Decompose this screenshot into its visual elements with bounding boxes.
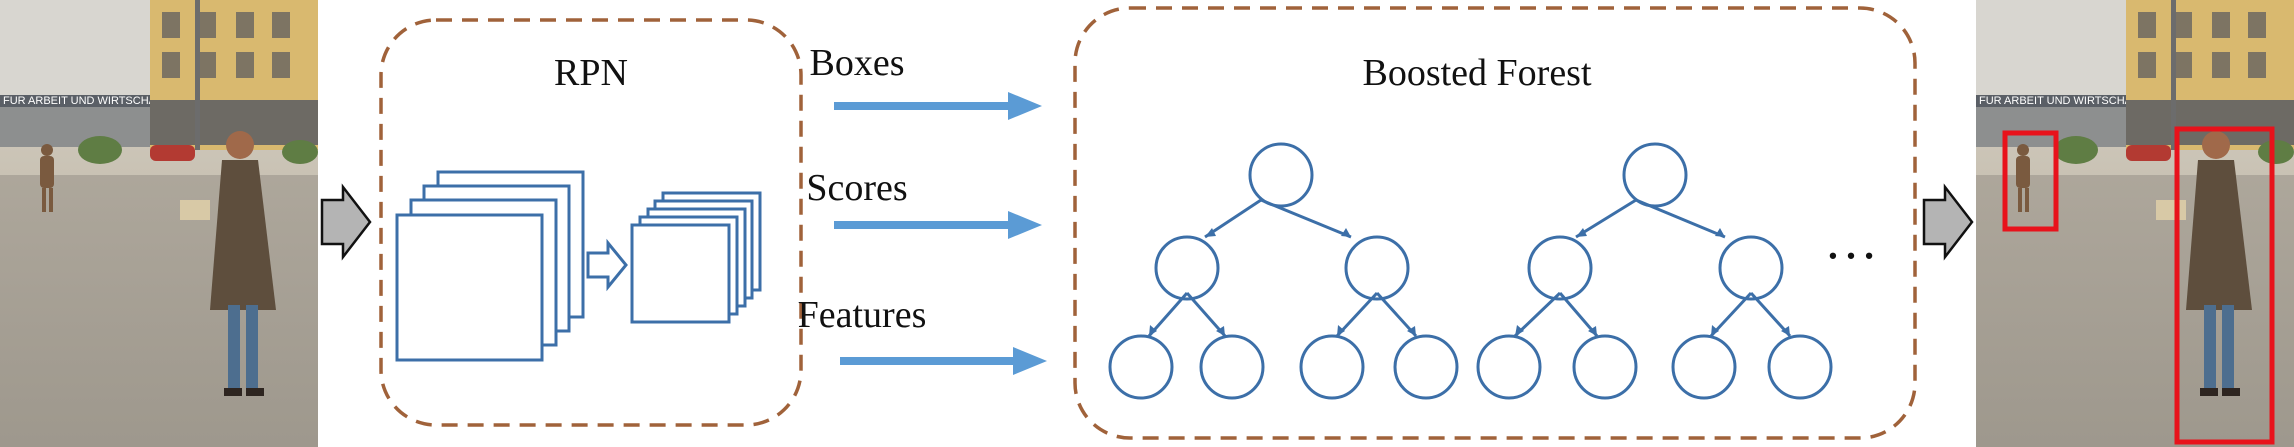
forest-title: Boosted Forest [1362,52,1592,94]
output-arrow-icon [1922,183,1974,261]
flow-features: Features [798,294,1047,375]
input-image: FUR ARBEIT UND WIRTSCHAFT [0,0,318,447]
output-image: FUR ARBEIT UND WIRTSCHAFT [1976,0,2294,447]
rpn-module: RPN [379,18,803,427]
output-sign-text: FUR ARBEIT UND WIRTSCHAFT [1979,95,2146,107]
tree-node [1299,334,1365,400]
flow-arrow-icon [840,347,1047,375]
forest-dashed-border [1073,6,1917,440]
flow-boxes: Boxes [810,42,1042,120]
flow-label-scores: Scores [806,167,907,209]
flow-arrow-icon [834,92,1042,120]
input-sign-text: FUR ARBEIT UND WIRTSCHAFT [3,95,170,107]
detection-box-small [2002,130,2059,232]
tree-node [1767,334,1833,400]
tree-node [1154,235,1220,301]
large-feature-map-stack [395,170,585,362]
flow-label-boxes: Boxes [810,42,905,84]
rpn-transition-arrow-icon [586,238,628,292]
boosted-forest-module: Boosted Forest [1073,6,1917,440]
forest-ellipsis: … [1824,210,1878,270]
tree-node [1108,334,1174,400]
input-arrow-icon [320,183,372,261]
tree-node [1622,142,1688,208]
tree-node [1718,235,1784,301]
tree-node [1572,334,1638,400]
flow-scores: Scores [806,167,1042,239]
detection-box-large [2174,126,2275,445]
decision-tree-1 [1108,142,1459,400]
tree-node [1344,235,1410,301]
tree-node [1527,235,1593,301]
decision-tree-2 [1476,142,1833,400]
rpn-title: RPN [554,52,628,94]
tree-node [1393,334,1459,400]
tree-node [1671,334,1737,400]
tree-node [1476,334,1542,400]
small-feature-map-stack [630,191,762,324]
tree-node [1248,142,1314,208]
flow-arrow-icon [834,211,1042,239]
flow-label-features: Features [798,294,927,336]
tree-node [1199,334,1265,400]
